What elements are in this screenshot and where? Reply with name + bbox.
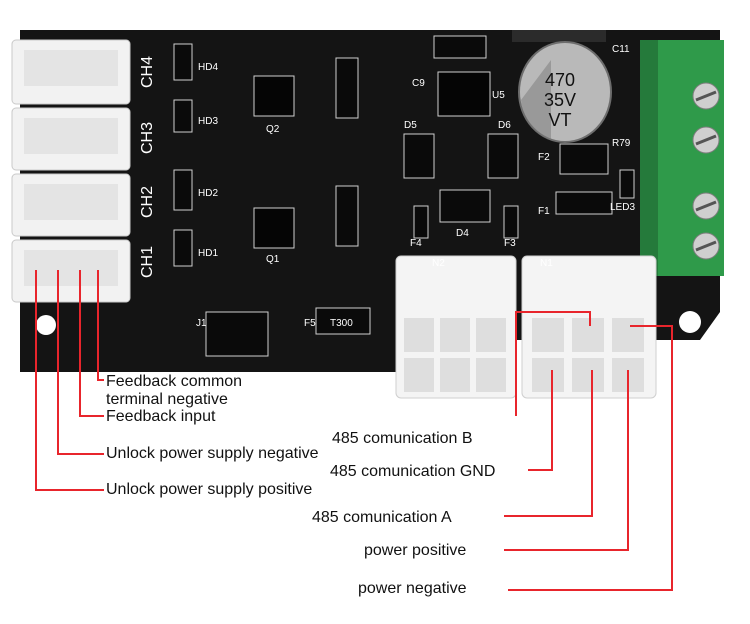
silk-q1: Q1 <box>266 254 280 265</box>
ic-q2 <box>253 75 295 117</box>
silk-t300: T300 <box>330 318 353 329</box>
silk-hd2: HD2 <box>198 188 218 199</box>
silk-hd1: HD1 <box>198 248 218 259</box>
silk-hd3: HD3 <box>198 116 218 127</box>
leader-feedback-common <box>97 270 104 381</box>
silk-q2: Q2 <box>266 124 280 135</box>
silk-d4: D4 <box>456 228 469 239</box>
leader-power-positive <box>504 370 629 551</box>
leader-unlock-positive <box>35 270 104 491</box>
capacitor-series: VT <box>548 110 571 130</box>
silk-d6: D6 <box>498 120 511 131</box>
label-feedback-common-line1: Feedback common <box>106 373 243 390</box>
silk-j1: J1 <box>196 318 207 329</box>
capacitor-voltage: 35V <box>544 90 576 110</box>
silk-f2: F2 <box>538 152 550 163</box>
leader-485-a <box>504 370 593 517</box>
silk-d5: D5 <box>404 120 417 131</box>
ch1-label: CH1 <box>139 246 156 278</box>
n2-connector <box>395 255 517 399</box>
jst-connector-ch2 <box>11 173 131 237</box>
silk-f3: F3 <box>504 238 516 249</box>
jst-connector-ch4 <box>11 39 131 105</box>
label-power-positive: power positive <box>364 542 467 559</box>
label-485-gnd: 485 comunication GND <box>330 463 496 480</box>
leader-485-gnd <box>528 370 553 471</box>
silk-c11: C11 <box>612 44 630 55</box>
n1-connector <box>521 255 657 399</box>
jst-connector-ch1 <box>11 239 131 303</box>
green-terminal-block <box>640 40 724 276</box>
silk-hd4: HD4 <box>198 62 218 73</box>
label-feedback-common-line2: terminal negative <box>106 391 228 408</box>
label-unlock-power-negative: Unlock power supply negative <box>106 445 319 462</box>
silk-r79: R79 <box>612 138 631 149</box>
silk-u5: U5 <box>492 90 505 101</box>
leader-unlock-negative <box>57 270 104 455</box>
silk-led3: LED3 <box>610 202 635 213</box>
silk-n1: N1 <box>540 258 553 269</box>
jst-connector-ch3 <box>11 107 131 171</box>
label-485-b: 485 comunication B <box>332 430 473 447</box>
silkscreen-labels: N2 N1 F5 T300 J1 Q1 Q2 U5 D4 D5 D6 LED3 … <box>196 44 635 329</box>
ch3-label: CH3 <box>139 122 156 154</box>
silk-f5: F5 <box>304 318 316 329</box>
label-unlock-power-positive: Unlock power supply positive <box>106 481 313 498</box>
label-feedback-input: Feedback input <box>106 408 216 425</box>
ic-u5 <box>437 71 491 117</box>
electrolytic-capacitor: 470 35V VT <box>512 30 612 143</box>
ch2-label: CH2 <box>139 186 156 218</box>
right-leader-lines <box>504 311 673 591</box>
leader-feedback-input <box>79 270 104 417</box>
mounting-hole <box>36 315 56 335</box>
silk-f4: F4 <box>410 238 422 249</box>
ch4-label: CH4 <box>139 56 156 88</box>
label-485-a: 485 comunication A <box>312 509 452 526</box>
smd-components <box>173 35 635 357</box>
silk-f1: F1 <box>538 206 550 217</box>
capacitor-value: 470 <box>545 70 575 90</box>
silk-c9: C9 <box>412 78 425 89</box>
leader-485-b <box>515 311 591 416</box>
label-power-negative: power negative <box>358 580 467 597</box>
silk-n2: N2 <box>432 258 445 269</box>
left-leader-lines <box>35 270 104 491</box>
ic-q1 <box>253 207 295 249</box>
mounting-hole <box>679 311 701 333</box>
leader-power-negative <box>508 325 673 591</box>
